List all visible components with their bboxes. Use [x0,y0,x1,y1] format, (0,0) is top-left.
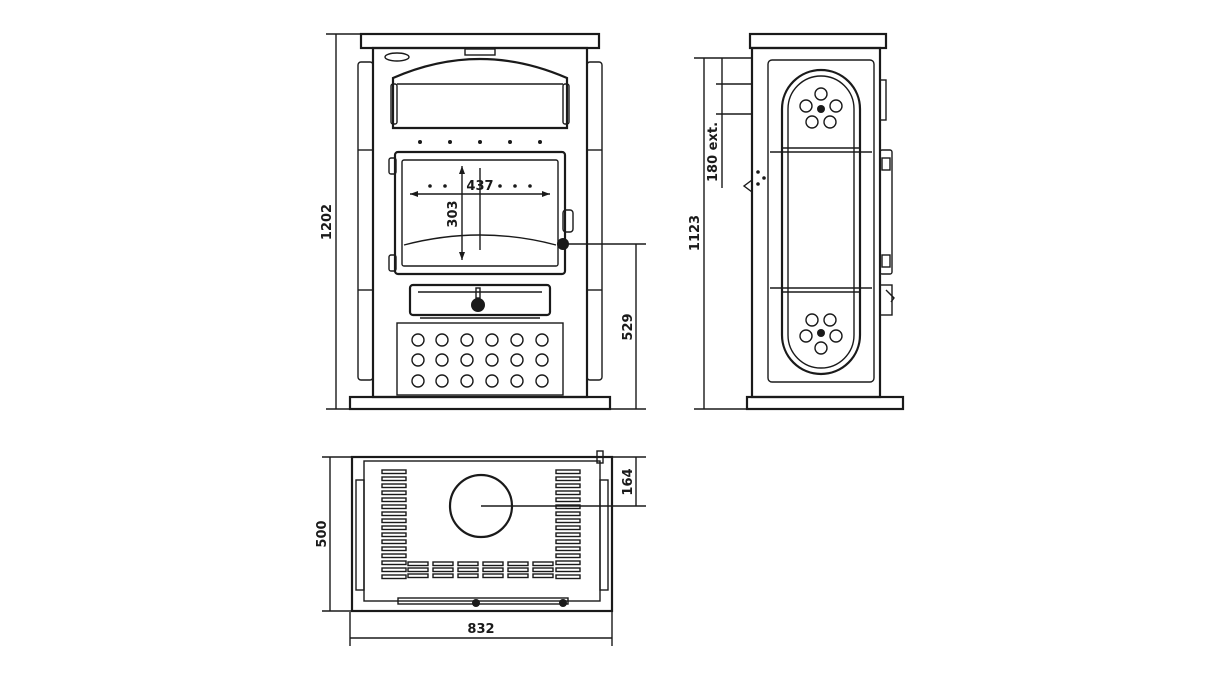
dim-flue-ext: 180 ext. [706,58,752,188]
fire-door-glass [401,159,559,267]
door-handle [562,209,574,233]
grille-bottom [407,561,554,579]
front-base-plate [348,395,612,411]
dim-front-height: 1202 [320,33,360,410]
dim-opening-width: 437 [410,179,550,197]
dim-handle-height: 529 [563,243,646,410]
dim-label-1202: 1202 [320,204,335,240]
side-panel-outer [767,59,875,383]
top-outline [350,455,614,613]
front-view: 1202 437 303 529 [320,32,646,411]
dim-opening-height: 303 [446,166,465,260]
dim-top-depth: 500 [315,456,352,612]
right-side-panel [586,61,603,381]
perforated-plinth [396,322,564,396]
oven-door [391,57,569,130]
rivet-dots [418,140,542,144]
dim-side-height: 1123 [688,57,752,410]
front-top-plate [359,32,601,50]
ash-drawer [408,283,552,317]
flue-spigot [742,179,753,193]
dim-top-width: 832 [349,612,613,646]
top-view: 500 164 832 [315,450,646,646]
grille-right [555,469,581,580]
logo-badge [384,52,410,62]
side-panel-tile [780,68,862,376]
ornament-top [799,87,843,129]
dim-label-832: 832 [467,622,494,637]
ornament-bottom [799,313,843,355]
dim-label-180-ext: 180 ext. [706,122,721,182]
dim-label-500: 500 [315,520,330,547]
top-front-edge [397,597,569,605]
fire-door-frame [393,150,567,276]
dim-label-303: 303 [446,200,461,227]
side-oven-profile [879,79,887,121]
ash-drawer-knob [471,298,485,312]
side-top-plate [748,32,888,50]
hinge-top [388,157,397,175]
oven-handle [464,48,496,56]
glass-dots [428,184,532,188]
side-drawer-profile [879,284,893,316]
dim-label-437: 437 [466,179,493,194]
dim-label-1123: 1123 [688,215,703,251]
top-handle-stub [596,450,604,464]
left-side-panel [357,61,374,381]
dim-label-529: 529 [621,313,636,340]
dim-label-164: 164 [621,468,636,495]
side-base-plate [745,395,905,411]
side-door-profile [879,149,893,275]
grille-left [381,469,407,580]
hinge-bottom [388,254,397,272]
plinth-holes [411,333,549,388]
dim-flue-offset: 164 [481,456,646,507]
side-view: 1123 180 ext. [688,32,905,411]
top-plate [363,460,601,602]
